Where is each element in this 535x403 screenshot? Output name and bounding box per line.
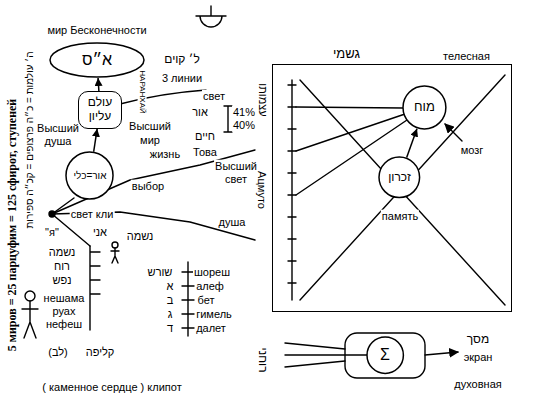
node-text: Σ bbox=[380, 346, 390, 364]
text-label: ה׳ עולמות = כ״ה פרצופים = קכ״ה ספירות bbox=[24, 50, 36, 229]
text-label: א bbox=[166, 280, 175, 293]
node-heading: גשמי bbox=[332, 46, 361, 61]
text-label: נפש bbox=[51, 274, 72, 287]
self-point bbox=[49, 211, 55, 217]
text-label: נשמה bbox=[48, 246, 77, 259]
ellipse-node: א״סмир Бесконечности bbox=[49, 42, 145, 78]
text-label: "я" bbox=[44, 226, 60, 239]
text-label: חיים bbox=[194, 130, 216, 143]
text-label: Ацмуто bbox=[256, 170, 269, 210]
text-label: קליפה bbox=[85, 346, 116, 359]
node-heading: мир Бесконечности bbox=[46, 24, 147, 37]
text-label: свет bbox=[202, 90, 226, 103]
percent-scale bbox=[224, 106, 232, 132]
node-outline-shape bbox=[50, 43, 144, 77]
three-lines-arc bbox=[120, 90, 206, 104]
text-label: Высший bbox=[36, 122, 80, 135]
connector bbox=[94, 129, 97, 152]
rounded-box: עולם עליון bbox=[78, 91, 122, 129]
panel-frame: גשמיтелеснаяמוחזכרון bbox=[272, 64, 512, 312]
text-label: мир bbox=[139, 134, 161, 147]
text-label: עצמותו bbox=[257, 82, 270, 117]
text-label: ד bbox=[166, 322, 174, 335]
text-label: ( каменное сердце ) клипот bbox=[41, 381, 182, 394]
text-label: нешама bbox=[43, 292, 86, 305]
text-label: свет кли bbox=[70, 208, 115, 221]
text-label: выбор bbox=[131, 180, 165, 193]
leader-line bbox=[445, 124, 462, 141]
node-text: זכרון bbox=[388, 171, 411, 185]
text-label: Высший bbox=[214, 160, 258, 173]
text-label: Высший bbox=[128, 120, 172, 133]
text-label: жизнь bbox=[149, 148, 181, 161]
stick-figure-body bbox=[22, 301, 38, 338]
text-label: ב bbox=[166, 294, 175, 307]
node-text: א״ס bbox=[82, 51, 112, 69]
text-label: ג bbox=[167, 308, 174, 321]
text-label: шореш bbox=[193, 266, 231, 279]
node-outline-shape bbox=[379, 157, 420, 198]
node-outline-shape bbox=[66, 152, 113, 199]
text-label: רוחני bbox=[255, 346, 269, 373]
text-label: אני bbox=[92, 226, 108, 239]
text-label: Това bbox=[192, 146, 218, 159]
cup-symbol bbox=[196, 6, 226, 27]
text-label: ל׳ קוים bbox=[163, 53, 201, 67]
text-label: 41% bbox=[232, 106, 256, 119]
node-outline-shape bbox=[403, 86, 446, 129]
text-label: руах bbox=[52, 305, 77, 318]
text-label: гимель bbox=[195, 308, 233, 321]
text-label: память bbox=[381, 210, 419, 223]
text-label: (לב) bbox=[47, 346, 69, 359]
text-label: 5 миров = 25 парцуфим = 125 сфирот, ступ… bbox=[6, 98, 20, 353]
text-label: духовная bbox=[453, 378, 502, 391]
text-label: נשמה bbox=[126, 230, 155, 243]
text-label: НАРАНХАЙ bbox=[137, 69, 146, 114]
node-outline-shape bbox=[367, 337, 403, 373]
connector bbox=[97, 78, 99, 91]
text-label: душа bbox=[44, 135, 73, 148]
text-label: 3 линии bbox=[161, 72, 203, 85]
text-label: שורש bbox=[147, 266, 174, 279]
stick-figure-head bbox=[25, 291, 35, 301]
node-text: מוח bbox=[414, 100, 435, 115]
text-label: 40% bbox=[232, 119, 256, 132]
screen-inputs bbox=[285, 343, 369, 367]
text-label: душа bbox=[218, 216, 247, 229]
circle-node: זכרון bbox=[378, 156, 421, 199]
node-text: אור=כלי bbox=[73, 170, 106, 182]
text-label: экран bbox=[463, 351, 494, 364]
soul-ladder bbox=[90, 246, 100, 330]
connector bbox=[407, 129, 417, 158]
text-label: רוח bbox=[53, 260, 71, 273]
text-label: мозг bbox=[460, 144, 485, 157]
circle-node: Σ bbox=[366, 336, 404, 374]
text-label: нефеш bbox=[45, 318, 83, 331]
small-figure-head bbox=[112, 242, 118, 248]
node-text: עולם עליון bbox=[83, 96, 117, 124]
text-label: מסך bbox=[466, 333, 490, 347]
ruler bbox=[288, 80, 296, 300]
small-figure-body bbox=[111, 248, 119, 263]
text-label: אור bbox=[191, 106, 209, 119]
text-label: далет bbox=[195, 322, 227, 335]
screen-arrow bbox=[425, 352, 458, 355]
text-label: бет bbox=[197, 294, 216, 307]
text-label: свет bbox=[224, 173, 248, 186]
circle-node: מוח bbox=[402, 85, 447, 130]
node-heading: телесная bbox=[442, 49, 491, 62]
text-label: алеф bbox=[195, 280, 225, 293]
cross-lines bbox=[300, 75, 505, 305]
circle-node: אור=כלי bbox=[65, 151, 114, 200]
